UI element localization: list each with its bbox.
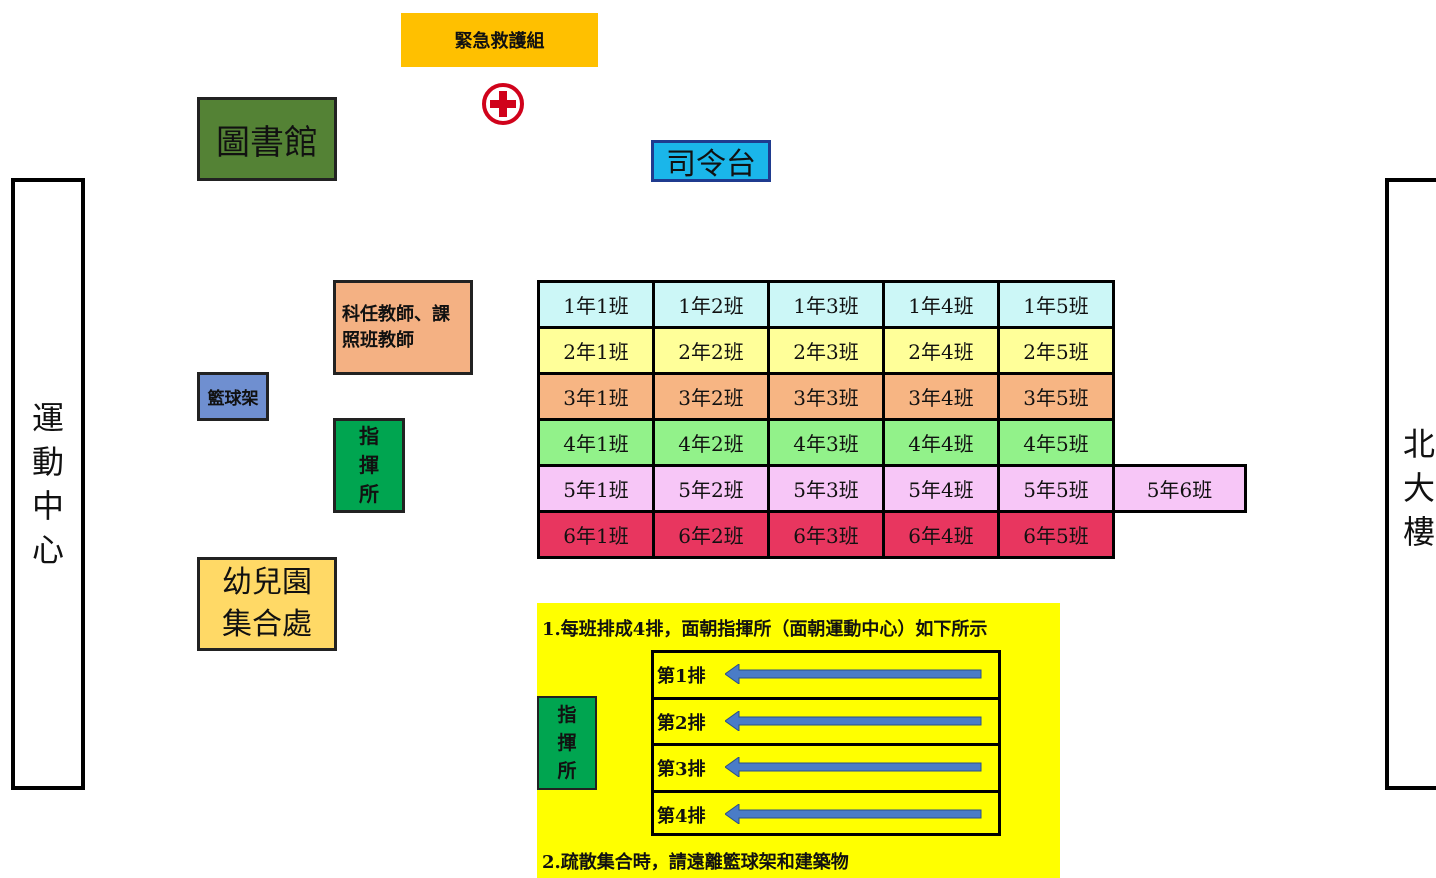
- class-cell: 4年5班: [997, 418, 1115, 467]
- class-cell: 5年2班: [652, 464, 770, 513]
- row-label: 第2排: [657, 712, 706, 734]
- class-cell: 2年1班: [537, 326, 655, 375]
- sports-center-char-1: 運: [31, 399, 64, 437]
- sports-center-building: 運動中心: [11, 178, 85, 790]
- row-label: 第1排: [657, 666, 706, 687]
- class-cell: 1年4班: [882, 280, 1000, 329]
- command-char-3: 所: [359, 482, 379, 506]
- row-divider: [651, 789, 1001, 793]
- class-cell: 6年4班: [882, 510, 1000, 559]
- medical-cross-icon: [482, 83, 524, 125]
- command-post: 指 揮 所: [333, 418, 405, 513]
- row-label: 第3排: [657, 759, 706, 780]
- class-cell: 6年2班: [652, 510, 770, 559]
- class-cell: 6年5班: [997, 510, 1115, 559]
- class-cell: 3年4班: [882, 372, 1000, 421]
- basketball-hoop: 籃球架: [197, 372, 269, 421]
- north-building-char-3: 樓: [1403, 513, 1436, 551]
- command-char-2: 揮: [359, 453, 379, 477]
- class-cell: 1年1班: [537, 280, 655, 329]
- podium-block: 司令台: [651, 140, 771, 182]
- class-cell: 3年1班: [537, 372, 655, 421]
- class-cell: 2年4班: [882, 326, 1000, 375]
- north-building: 北大樓: [1385, 178, 1436, 790]
- left-arrow-icon: [725, 664, 982, 684]
- left-arrow-icon: [725, 757, 982, 777]
- left-arrow-icon: [725, 803, 982, 824]
- instruction-line-2: 2.疏散集合時，請遠離籃球架和建築物: [542, 852, 849, 873]
- row-label: 第4排: [657, 805, 706, 827]
- class-cell: 3年5班: [997, 372, 1115, 421]
- class-cell: 2年3班: [767, 326, 885, 375]
- north-building-char-1: 北: [1403, 425, 1436, 463]
- panel-command-post: 指 揮 所: [537, 696, 597, 790]
- class-cell: 2年2班: [652, 326, 770, 375]
- north-building-label: 北大樓: [1403, 422, 1435, 554]
- panel-command-char-2: 揮: [557, 732, 577, 754]
- row-divider: [651, 743, 1001, 746]
- class-cell: 6年3班: [767, 510, 885, 559]
- class-cell: 5年1班: [537, 464, 655, 513]
- teachers-area: 科任教師、課 照班教師: [333, 280, 473, 375]
- sports-center-char-4: 心: [31, 531, 64, 569]
- sports-center-char-3: 中: [31, 487, 64, 525]
- kindergarten-assembly: 幼兒園 集合處: [197, 557, 337, 651]
- emergency-rescue-team: 緊急救護組: [401, 13, 598, 67]
- class-cell: 5年6班: [1112, 464, 1247, 513]
- class-cell: 1年5班: [997, 280, 1115, 329]
- panel-command-char-1: 指: [557, 704, 577, 726]
- instruction-line-1: 1.每班排成4排，面朝指揮所（面朝運動中心）如下所示: [542, 619, 988, 640]
- kinder-line2: 集合處: [222, 607, 312, 642]
- class-cell: 4年2班: [652, 418, 770, 467]
- kinder-line1: 幼兒園: [222, 565, 312, 600]
- teachers-line2: 照班教師: [342, 329, 414, 351]
- class-cell: 5年3班: [767, 464, 885, 513]
- class-cell: 5年4班: [882, 464, 1000, 513]
- library-block: 圖書館: [197, 97, 337, 181]
- class-cell: 1年3班: [767, 280, 885, 329]
- class-cell: 3年2班: [652, 372, 770, 421]
- row-divider: [651, 696, 1001, 700]
- class-cell: 4年4班: [882, 418, 1000, 467]
- north-building-char-2: 大: [1403, 469, 1436, 507]
- class-cell: 6年1班: [537, 510, 655, 559]
- class-cell: 1年2班: [652, 280, 770, 329]
- teachers-line1: 科任教師、課: [342, 303, 450, 325]
- class-cell: 3年3班: [767, 372, 885, 421]
- class-cell: 2年5班: [997, 326, 1115, 375]
- panel-command-char-3: 所: [557, 760, 577, 782]
- class-cell: 4年1班: [537, 418, 655, 467]
- command-char-1: 指: [359, 424, 379, 448]
- left-arrow-icon: [725, 710, 982, 731]
- class-cell: 5年5班: [997, 464, 1115, 513]
- class-cell: 4年3班: [767, 418, 885, 467]
- sports-center-char-2: 動: [31, 443, 64, 481]
